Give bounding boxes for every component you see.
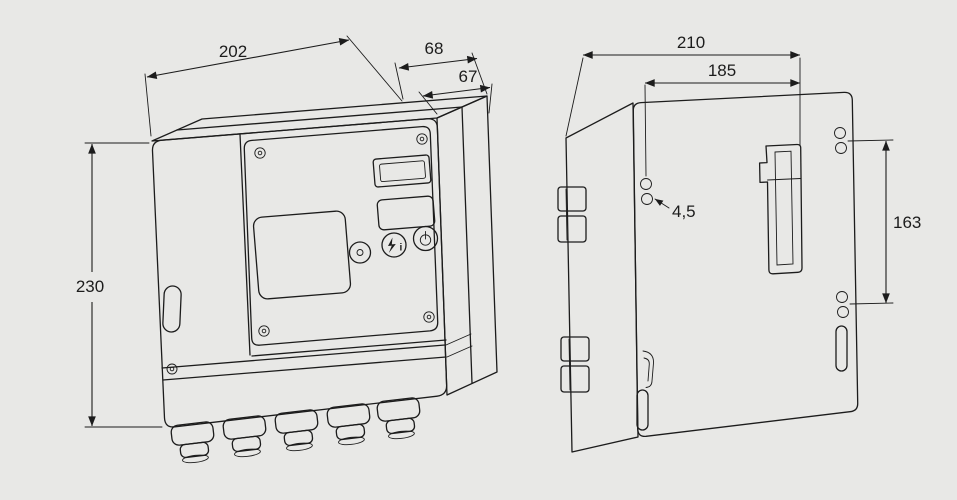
door-panel-outline — [243, 125, 439, 346]
door-bottom-edge — [251, 339, 447, 357]
dimension-width: 202 — [144, 35, 403, 137]
dim-185-label: 185 — [708, 61, 736, 80]
dim-230-label: 230 — [76, 277, 104, 296]
mounting-hole-pair — [834, 127, 847, 154]
power-button — [412, 225, 439, 252]
door-hinge-edge — [239, 133, 251, 356]
door-screw — [258, 325, 270, 337]
label-window — [376, 195, 436, 231]
door-screw — [423, 311, 435, 323]
door-screw — [416, 133, 428, 145]
rear-face — [632, 91, 859, 437]
segment-display — [372, 154, 432, 188]
dim-45-label: 4,5 — [672, 202, 696, 221]
left-view-front-perspective: i — [76, 35, 498, 464]
housing-side-split-line — [461, 106, 473, 384]
dimension-overall-width: 210 — [565, 33, 801, 146]
housing-band-line — [161, 344, 446, 369]
mount-channel — [758, 143, 803, 275]
hook-tab — [642, 350, 654, 388]
cable-gland — [376, 397, 421, 440]
door-screw — [254, 147, 266, 159]
main-display-window — [252, 210, 352, 300]
dimension-mount-height: 163 — [847, 139, 921, 305]
housing-side-band-line — [445, 333, 472, 346]
housing-band-line — [162, 356, 447, 381]
cable-gland — [274, 409, 319, 452]
dim-210-label: 210 — [677, 33, 705, 52]
vent-slot — [835, 325, 848, 372]
housing-top-split-line — [176, 106, 463, 131]
dim-68-label: 68 — [425, 39, 444, 58]
rear-side-face — [565, 102, 639, 453]
info-glyph: i — [400, 243, 403, 254]
dimension-height: 230 — [76, 142, 163, 428]
cable-gland — [222, 415, 267, 458]
mounting-hole-pair — [836, 291, 849, 318]
mounting-clip — [557, 186, 587, 243]
vent-slot — [636, 389, 649, 431]
info-button: i — [381, 232, 407, 258]
housing-front-face — [151, 118, 448, 428]
cable-gland — [170, 421, 215, 464]
flash-icon — [388, 237, 396, 253]
right-view-rear: 210 185 4,5 163 — [557, 33, 921, 453]
hole-diameter-callout: 4,5 — [654, 198, 696, 221]
dim-163-label: 163 — [893, 213, 921, 232]
mounting-hole-pair — [640, 178, 653, 205]
reset-button — [348, 241, 372, 264]
dim-202-label: 202 — [219, 42, 247, 61]
housing-side-band-line — [446, 345, 473, 358]
dimension-depth-front: 67 — [418, 67, 493, 115]
housing-screw — [166, 363, 178, 375]
dim-67-label: 67 — [459, 67, 478, 86]
mounting-clip — [560, 336, 590, 393]
cable-gland — [326, 403, 371, 446]
dimension-mount-width: 185 — [644, 61, 801, 177]
side-window — [162, 285, 182, 333]
